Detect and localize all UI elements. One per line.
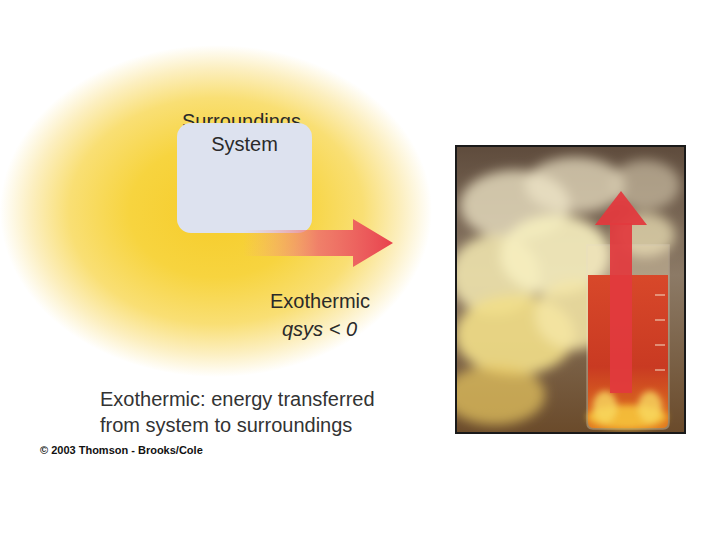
heat-flow-arrow: [243, 219, 395, 267]
copyright-note: © 2003 Thomson - Brooks/Cole: [40, 444, 203, 456]
heat-sign-label: qsys < 0: [282, 318, 357, 341]
photo-frame: [456, 146, 685, 433]
system-box: System: [177, 123, 312, 233]
reaction-photo: [455, 145, 686, 434]
heat-arrow: [595, 191, 647, 393]
node-label: System: [177, 133, 312, 156]
surroundings-region: SurroundingsSystem: [0, 45, 432, 377]
exothermic-label: Exothermic: [270, 290, 370, 313]
caption: Exothermic: energy transferred from syst…: [100, 386, 400, 438]
